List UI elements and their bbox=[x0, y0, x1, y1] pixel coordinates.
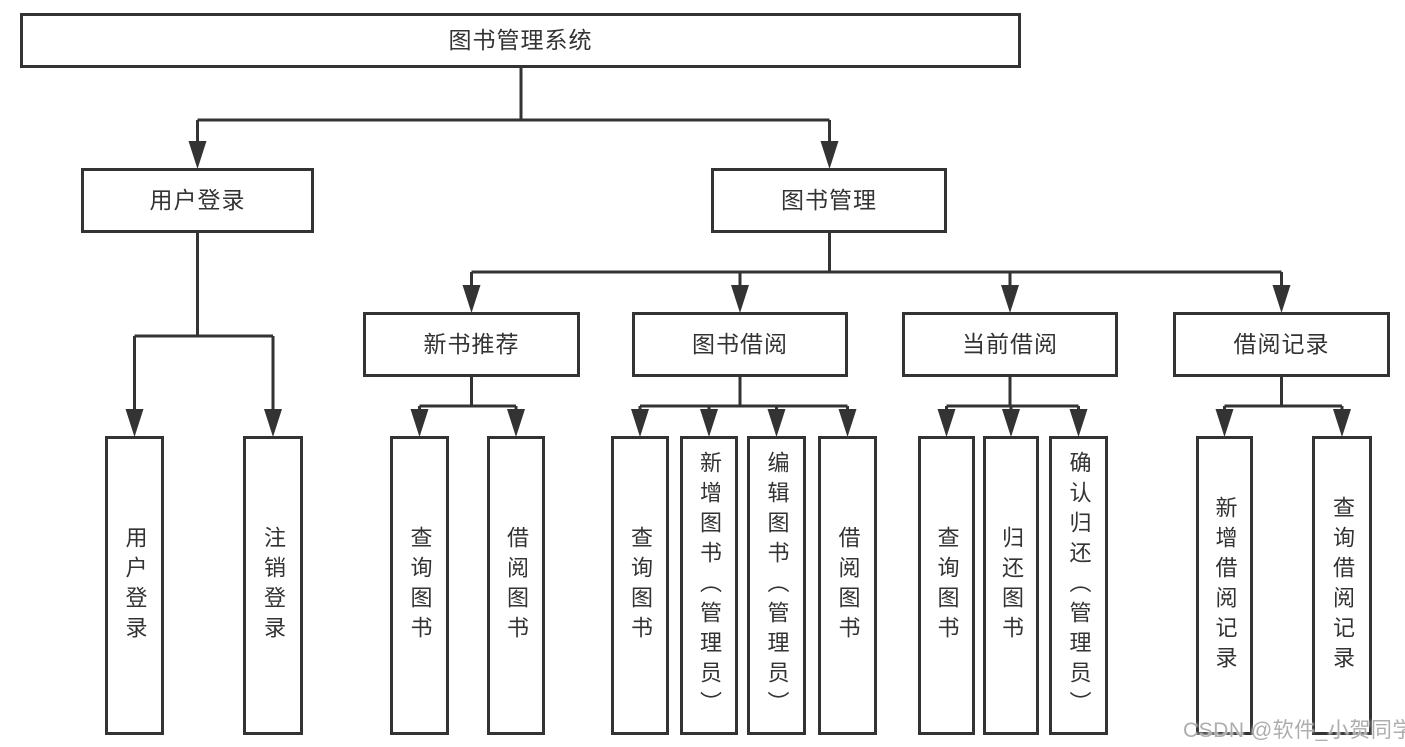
node-label: 编辑图书（管理员） bbox=[764, 450, 790, 721]
node-label: 新增借阅记录 bbox=[1212, 495, 1238, 676]
csdn-watermark: CSDN @软件_小贺同学 bbox=[1183, 719, 1405, 742]
node-label: 确认归还（管理员） bbox=[1066, 450, 1092, 721]
node-label: 查询图书 bbox=[407, 525, 433, 646]
node-logout-action: 注销登录 bbox=[243, 436, 303, 735]
node-book-management: 图书管理 bbox=[711, 168, 947, 233]
node-library-system: 图书管理系统 bbox=[20, 13, 1021, 68]
node-edit-book-admin: 编辑图书（管理员） bbox=[747, 436, 806, 735]
node-query-books-borrow: 查询图书 bbox=[611, 436, 669, 735]
node-new-book-recommend: 新书推荐 bbox=[363, 312, 580, 377]
node-label: 借阅图书 bbox=[835, 525, 861, 646]
node-confirm-return-admin: 确认归还（管理员） bbox=[1049, 436, 1108, 735]
node-borrow-records: 借阅记录 bbox=[1173, 312, 1390, 377]
node-query-books-current: 查询图书 bbox=[918, 436, 975, 735]
node-label: 借阅图书 bbox=[504, 525, 529, 646]
node-query-borrow-record: 查询借阅记录 bbox=[1312, 436, 1372, 735]
node-book-borrow: 图书借阅 bbox=[632, 312, 848, 377]
node-current-borrow: 当前借阅 bbox=[902, 312, 1118, 377]
node-query-books-recommend: 查询图书 bbox=[390, 436, 449, 735]
node-label: 注销登录 bbox=[261, 525, 286, 646]
node-user-login-action: 用户登录 bbox=[105, 436, 164, 735]
node-label: 用户登录 bbox=[122, 525, 148, 646]
node-borrow-books-action: 借阅图书 bbox=[818, 436, 877, 735]
node-add-book-admin: 新增图书（管理员） bbox=[680, 436, 738, 735]
node-label: 查询图书 bbox=[934, 525, 960, 646]
node-borrow-books-recommend: 借阅图书 bbox=[487, 436, 545, 735]
node-label: 新增图书（管理员） bbox=[697, 450, 722, 721]
node-label: 归还图书 bbox=[999, 525, 1024, 646]
node-label: 查询图书 bbox=[628, 525, 653, 646]
node-label: 查询借阅记录 bbox=[1330, 495, 1355, 676]
node-user-login: 用户登录 bbox=[81, 168, 314, 233]
node-add-borrow-record: 新增借阅记录 bbox=[1196, 436, 1253, 735]
node-return-book: 归还图书 bbox=[983, 436, 1039, 735]
